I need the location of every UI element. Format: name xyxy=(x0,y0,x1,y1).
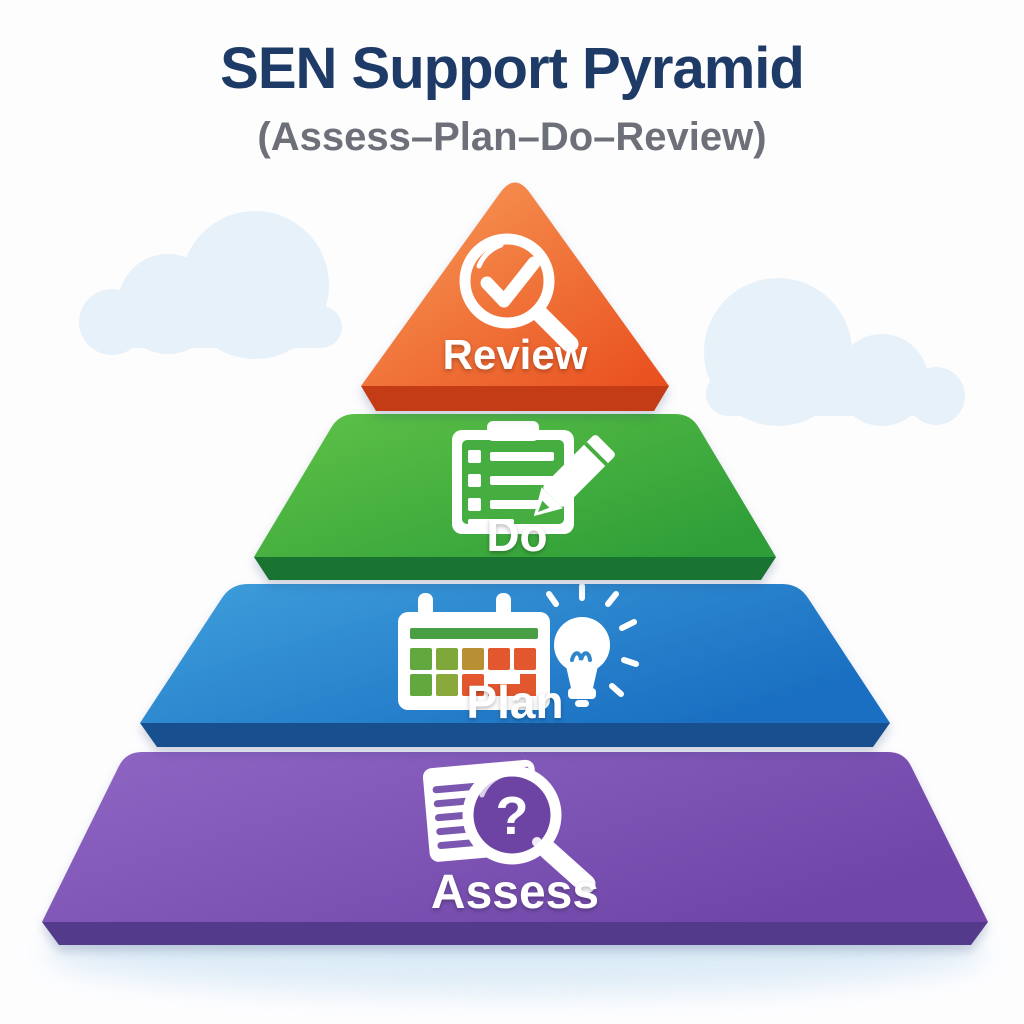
pyramid-level-do: Do xyxy=(254,414,776,580)
clipboard-checklist-pencil-icon xyxy=(452,421,615,534)
lightbulb-rays xyxy=(546,583,639,697)
cloud-left xyxy=(79,211,342,359)
lens-highlight xyxy=(476,242,504,269)
page-subtitle: (Assess–Plan–Do–Review) xyxy=(257,115,766,159)
calendar-lightbulb-icon xyxy=(398,583,639,710)
calendar-header-bar xyxy=(410,628,538,639)
question-mark: ? xyxy=(496,786,529,846)
level-label-do: Do xyxy=(486,509,547,561)
cloud-base xyxy=(706,372,956,416)
level-front-edge xyxy=(361,386,669,411)
pyramid-level-plan: Plan xyxy=(140,583,890,747)
level-label-plan: Plan xyxy=(466,676,563,728)
lightbulb-shape xyxy=(554,617,610,707)
checklist-rows xyxy=(468,450,554,528)
pencil-shape xyxy=(533,435,615,517)
level-front-edge xyxy=(254,557,776,580)
lens-highlight xyxy=(479,773,503,798)
clipboard-clip xyxy=(487,421,539,441)
calendar-grid xyxy=(410,648,536,696)
cloud-right xyxy=(704,278,965,426)
page-title: SEN Support Pyramid xyxy=(220,36,804,101)
magnifier-lens xyxy=(462,765,562,865)
level-label-assess: Assess xyxy=(431,866,599,919)
magnifier-lens xyxy=(459,233,555,329)
level-front-edge xyxy=(42,922,988,945)
bulb-filament xyxy=(570,651,592,662)
lens-sparkle xyxy=(532,837,542,847)
cloud-base xyxy=(92,306,342,348)
pyramid-level-assess: ? Assess xyxy=(42,752,988,945)
document-magnifier-question-icon: ? xyxy=(422,759,596,894)
magnifier-handle xyxy=(538,840,596,894)
pyramid-level-review: Review xyxy=(361,182,669,411)
magnifier-check-icon xyxy=(459,233,579,353)
magnifier-handle xyxy=(530,304,579,353)
level-label-review: Review xyxy=(443,331,588,378)
check-mark xyxy=(480,256,541,308)
level-front-edge xyxy=(140,723,890,747)
